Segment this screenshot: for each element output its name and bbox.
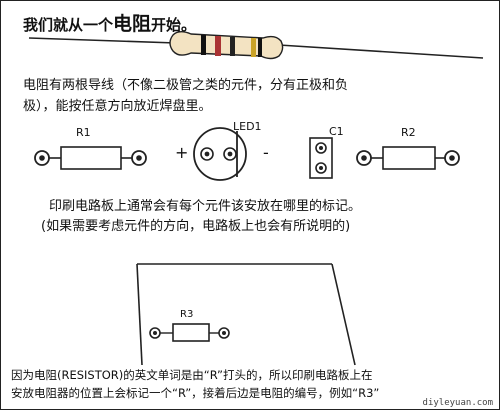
label-r3: R3 [180,309,194,320]
title-emphasis: 电阻 [113,13,152,35]
circuit-board-icon [136,263,356,366]
paragraph2-line1: 印刷电路板上通常会有每个元件该安放在哪里的标记。 [49,199,362,214]
led-footprint-icon [193,127,247,181]
label-minus: - [263,143,269,162]
label-r2: R2 [401,126,416,139]
label-plus: + [175,143,189,162]
title-suffix: 开始。 [151,16,197,34]
label-c1: C1 [329,125,344,138]
paragraph1-line2: 极），能按任意方向放近焊盘里。 [23,99,212,114]
r1-footprint-icon [34,146,147,170]
watermark-text: diyleyuan.com [422,398,493,408]
title-prefix: 我们就从一个 [23,16,114,34]
label-r1: R1 [76,126,91,139]
r2-footprint-icon [356,146,460,170]
page-title: 我们就从一个电阻开始。 [23,9,196,36]
r3-footprint-icon [149,323,230,342]
paragraph1-line1: 电阻有两根导线（不像二极管之类的元件，分有正极和负 [23,78,349,93]
paragraph3-line1: 因为电阻(RESISTOR)的英文单词是由“R”打头的，所以印刷电路板上在 [11,368,373,382]
label-led1: LED1 [233,120,262,133]
c1-footprint-icon [309,137,333,179]
paragraph2-line2: (如果需要考虑元件的方向，电路板上也会有所说明的) [41,219,351,234]
resistor-top-icon [28,31,484,60]
paragraph3-line2: 安放电阻器的位置上会标记一个“R”，接着后边是电阻的编号，例如“R3” [11,386,380,400]
